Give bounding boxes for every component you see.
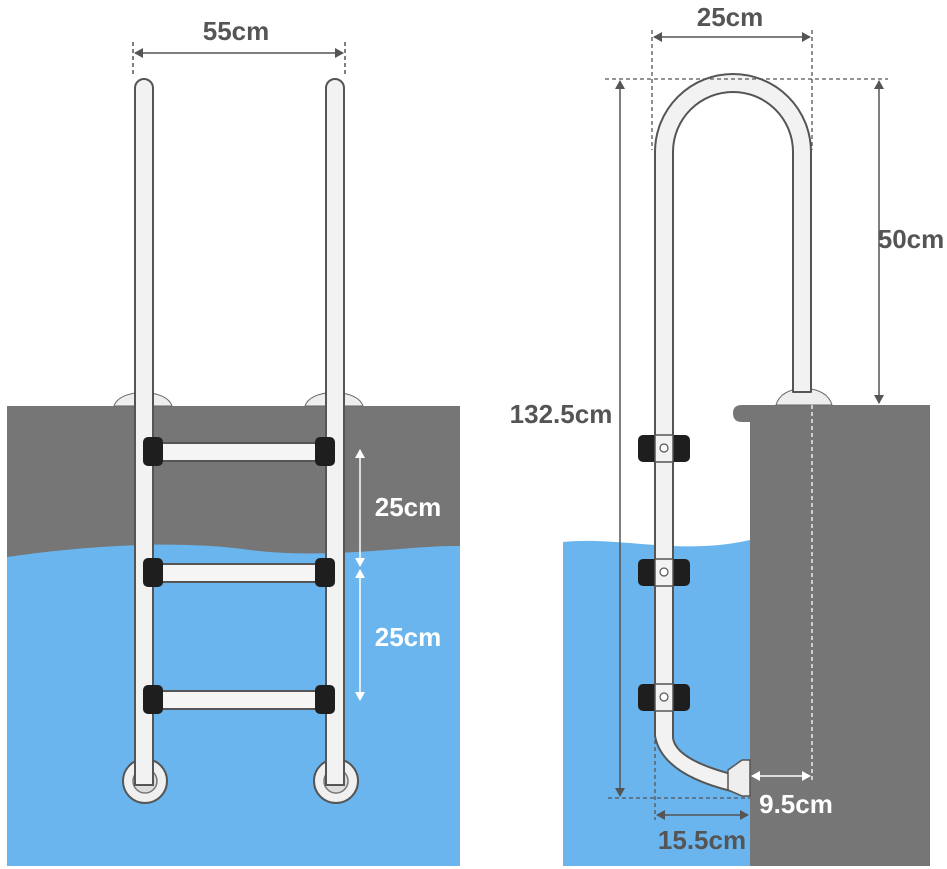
step-gap-lower-label: 25cm [375, 622, 442, 652]
side-tread-3 [638, 683, 690, 712]
side-wall-anchor [727, 759, 751, 797]
left-rail [134, 78, 154, 786]
side-top-width-label: 25cm [697, 2, 764, 32]
front-step-dimensions: 25cm 25cm [355, 449, 442, 701]
side-extension-lines [605, 30, 888, 820]
side-pool-wall [733, 405, 930, 866]
front-width-label: 55cm [203, 16, 270, 46]
total-height-dimension: 132.5cm [510, 80, 625, 797]
base-depth-label: 15.5cm [658, 825, 746, 855]
front-view: 55cm 25cm 25cm [7, 16, 460, 866]
right-rail [325, 78, 345, 786]
above-deck-height-dimension: 50cm [874, 80, 945, 404]
side-tread-2 [638, 558, 690, 587]
front-width-dimension: 55cm [132, 16, 346, 76]
wall-offset-dimension: 9.5cm [751, 771, 833, 819]
front-tread-3 [143, 685, 335, 714]
front-tread-1 [143, 437, 335, 466]
above-deck-height-label: 50cm [878, 224, 945, 254]
side-tread-1 [638, 434, 690, 463]
total-height-label: 132.5cm [510, 399, 613, 429]
front-tread-2 [143, 558, 335, 587]
step-gap-upper-label: 25cm [375, 492, 442, 522]
side-top-width-dimension: 25cm [653, 2, 811, 42]
wall-offset-label: 9.5cm [759, 789, 833, 819]
side-view: 25cm 50cm 132.5cm 9.5cm 15.5cm [510, 2, 945, 866]
base-depth-dimension: 15.5cm [656, 810, 749, 855]
side-ladder-tube [654, 73, 812, 792]
